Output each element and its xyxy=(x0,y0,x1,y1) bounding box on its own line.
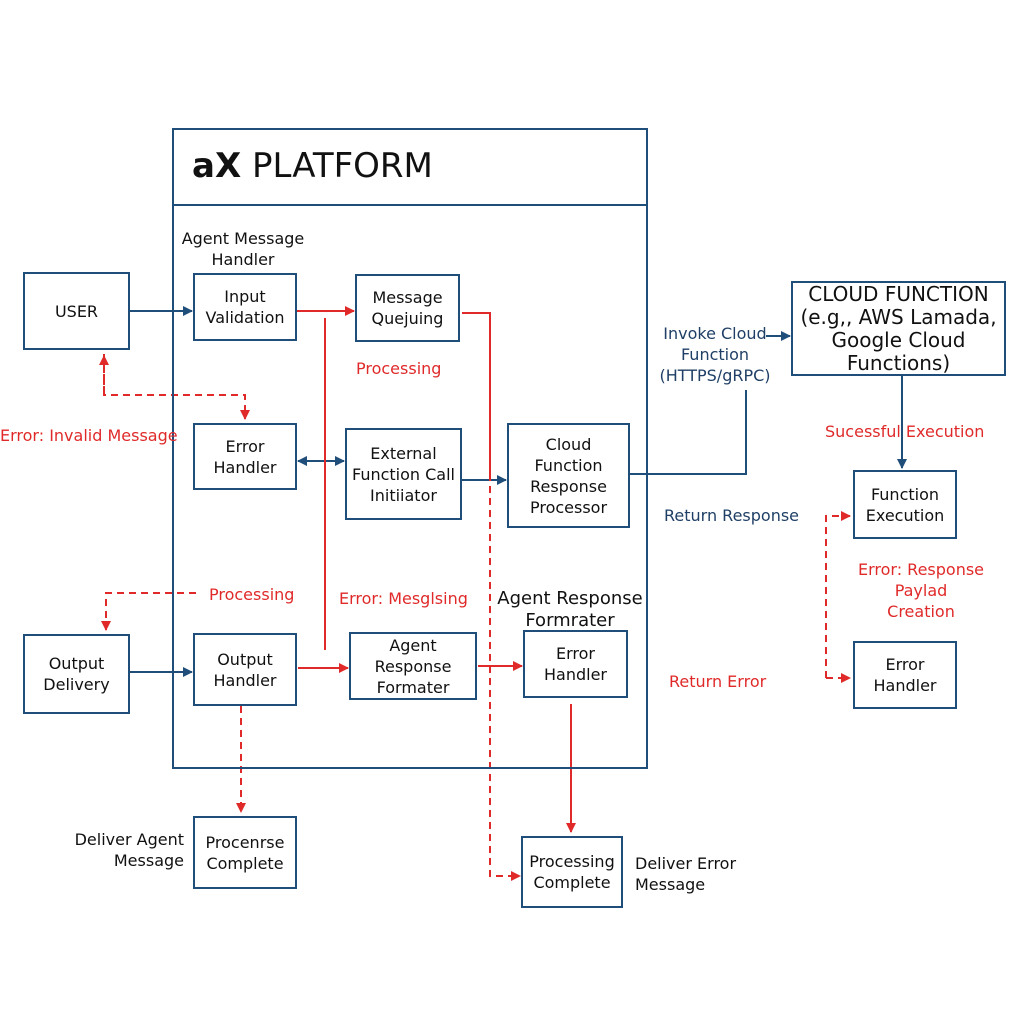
agent-message-handler-label: Agent Message Handler xyxy=(181,229,305,269)
agent-response-formatter-heading: Agent Response Formrater xyxy=(497,588,643,631)
error-invalid-message-label: Error: Invalid Message xyxy=(0,426,178,445)
successful-execution-label: Sucessful Execution xyxy=(825,422,985,441)
function-execution-box[interactable]: Function Execution xyxy=(853,470,957,539)
line-queuing-to-processor xyxy=(462,312,491,474)
error-handler-middle-box[interactable]: Error Handler xyxy=(523,630,628,698)
error-handler-left-box[interactable]: Error Handler xyxy=(193,423,297,490)
deliver-agent-message-label: Deliver Agent Message xyxy=(74,830,184,870)
processing-complete-right-box[interactable]: Processing Complete xyxy=(521,836,623,908)
external-function-call-box[interactable]: External Function Call Initiiator xyxy=(345,428,462,520)
message-queuing-box[interactable]: Message Quejuing xyxy=(355,274,460,342)
dashed-invalid-message-loop xyxy=(103,354,250,420)
output-delivery-box[interactable]: Output Delivery xyxy=(23,634,130,714)
error-messaging-label: Error: Mesglsing xyxy=(339,589,468,608)
line-processor-to-invoke xyxy=(630,390,747,475)
error-response-payload-label: Error: Response Paylad Creation xyxy=(857,560,985,621)
input-validation-box[interactable]: Input Validation xyxy=(193,273,297,341)
user-box[interactable]: USER xyxy=(23,272,130,350)
dashed-processor-to-complete xyxy=(489,474,521,881)
platform-title-suffix: PLATFORM xyxy=(241,146,433,186)
processing-top-label: Processing xyxy=(356,359,442,378)
agent-response-formatter-box[interactable]: Agent Response Formater xyxy=(349,632,477,700)
error-handler-right-box[interactable]: Error Handler xyxy=(853,641,957,709)
dashed-function-execution-error-loop xyxy=(825,511,851,678)
cloud-response-processor-box[interactable]: Cloud Function Response Processor xyxy=(507,423,630,528)
platform-container: aX PLATFORM xyxy=(172,128,648,769)
platform-title-prefix: aX xyxy=(192,146,242,186)
output-handler-box[interactable]: Output Handler xyxy=(193,633,297,706)
invoke-cloud-function-label: Invoke Cloud Function (HTTPS/gRPC) xyxy=(659,324,771,385)
cloud-function-text: CLOUD FUNCTION (e.g,, AWS Lamada, Google… xyxy=(800,281,997,375)
deliver-error-message-label: Deliver Error Message xyxy=(635,854,737,894)
platform-title-bar: aX PLATFORM xyxy=(174,130,646,206)
processing-complete-left-box[interactable]: Procenrse Complete xyxy=(193,816,297,889)
cloud-function-box[interactable]: CLOUD FUNCTION (e.g,, AWS Lamada, Google… xyxy=(791,281,1006,376)
return-response-label: Return Response xyxy=(664,506,800,525)
dashed-processing-to-output-delivery xyxy=(101,592,196,631)
return-error-label: Return Error xyxy=(669,672,767,691)
platform-title: aX PLATFORM xyxy=(192,146,433,186)
processing-left-label: Processing xyxy=(209,585,295,604)
